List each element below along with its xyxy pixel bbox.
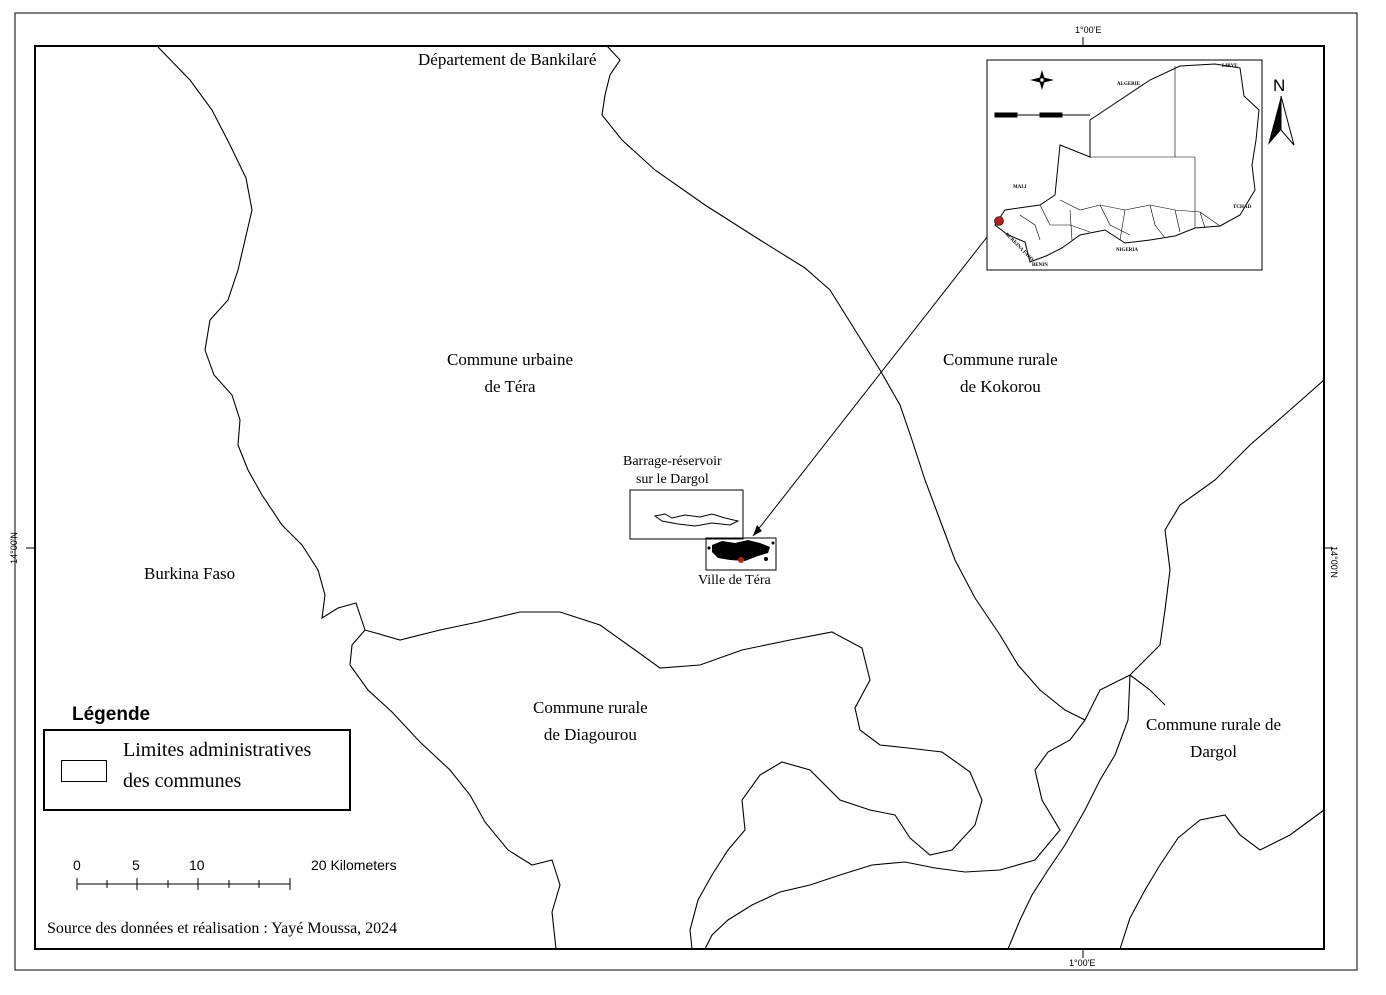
boundary-kokorou-dargol <box>1007 379 1325 950</box>
label-burkina: Burkina Faso <box>144 564 236 583</box>
graticule-right-lat: 14°00'N <box>1328 546 1339 578</box>
scale-label-10: 10 <box>189 857 205 873</box>
inset-location-marker <box>994 216 1004 226</box>
commune-boundaries <box>157 45 1325 950</box>
barrage-reservoir-shape <box>653 513 740 527</box>
graticule-bottom-lon: 1°00'E <box>1069 958 1096 968</box>
label-dargol: Commune rurale de Dargol <box>1146 715 1282 762</box>
source-text: Source des données et réalisation : Yayé… <box>47 920 398 937</box>
inset-pointer-line <box>752 222 999 537</box>
outer-neatline <box>14 12 1358 971</box>
map-neatline <box>34 45 1325 950</box>
north-arrow-label: N <box>1273 76 1286 95</box>
inset-label-algerie: ALGERIE <box>1117 82 1141 87</box>
ville-marker <box>738 557 744 563</box>
label-diagourou: Commune rurale de Diagourou <box>533 698 648 745</box>
inset-label-tchad: TCHAD <box>1233 205 1252 210</box>
scale-label-0: 0 <box>73 857 81 873</box>
scale-label-5: 5 <box>132 857 140 873</box>
boundary-kokorou-notch <box>1129 674 1166 706</box>
label-tera: Commune urbaine de Téra <box>447 350 574 397</box>
legend-item-label: Limites administratives des communes <box>123 739 312 792</box>
inset-pointer-arrowhead <box>753 525 762 536</box>
inset-compass-icon <box>1030 70 1054 90</box>
inset-label-benin: BENIN <box>1032 263 1048 268</box>
label-kokorou: Commune rurale de Kokorou <box>943 350 1058 397</box>
boundary-dargol-lower <box>1119 809 1325 950</box>
inset-niger-outline <box>994 63 1260 263</box>
graticule-top-lon: 1°00'E <box>1075 25 1102 35</box>
inset-country-borders <box>1019 66 1221 241</box>
ville-box <box>705 537 777 571</box>
boundary-tera-diagourou <box>364 611 983 950</box>
scale-bar <box>76 878 291 890</box>
label-barrage: Barrage-réservoir sur le Dargol <box>623 454 722 488</box>
inset-frame <box>986 59 1263 271</box>
boundary-tera-kokorou <box>601 114 1131 721</box>
legend-swatch <box>61 760 107 782</box>
inset-scale-bar <box>994 112 1090 118</box>
inset-label-mali: MALI <box>1013 185 1027 190</box>
north-arrow-icon <box>1268 95 1295 146</box>
graticule-left-lat: 14°00'N <box>8 532 19 564</box>
inset-label-libye: LIBYE <box>1222 64 1238 69</box>
ville-urban-area <box>707 540 775 561</box>
boundary-bankilare <box>601 45 621 116</box>
graticule-ticks <box>26 37 1333 958</box>
boundary-burkina-tera <box>157 46 561 950</box>
legend-box: Limites administratives des communes <box>43 729 351 811</box>
inset-map <box>986 59 1263 271</box>
scale-label-20: 20 Kilometers <box>311 857 397 873</box>
label-bankilare: Département de Bankilaré <box>418 50 597 69</box>
legend-title: Légende <box>72 704 151 725</box>
barrage-box <box>629 489 744 540</box>
inset-label-nigeria: NIGERIA <box>1116 248 1138 253</box>
label-ville: Ville de Téra <box>698 573 771 588</box>
boundary-diagourou-lower <box>704 719 1086 950</box>
